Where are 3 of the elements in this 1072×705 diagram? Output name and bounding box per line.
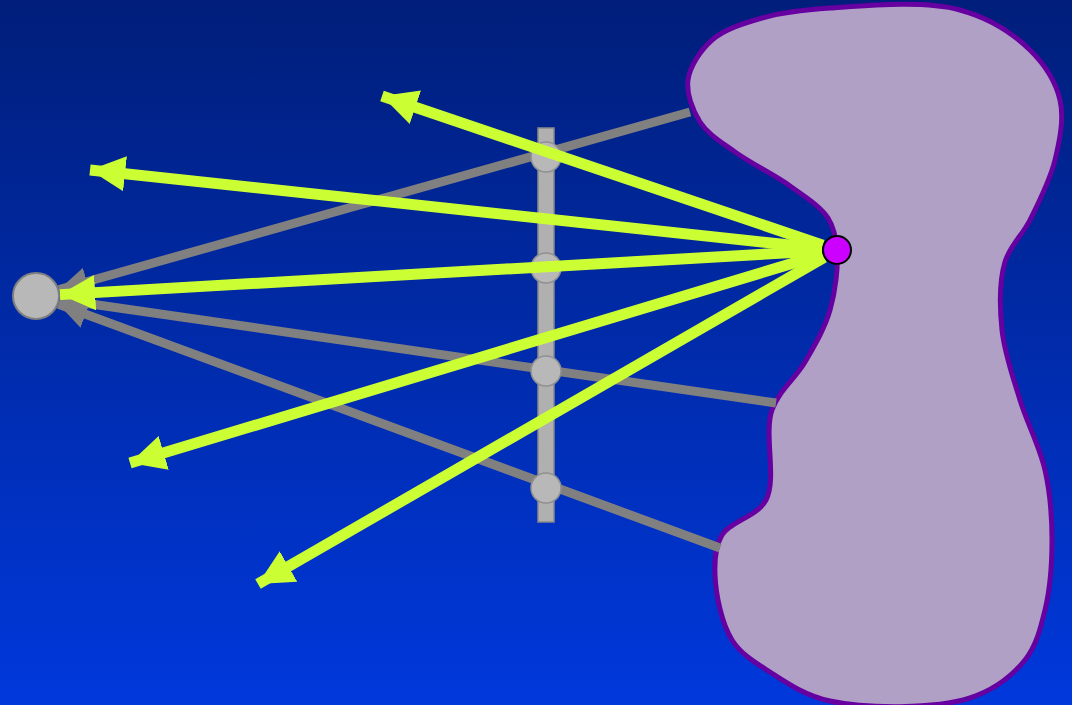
arrow	[56, 300, 722, 553]
arrow	[59, 245, 823, 311]
arrow	[255, 252, 827, 589]
